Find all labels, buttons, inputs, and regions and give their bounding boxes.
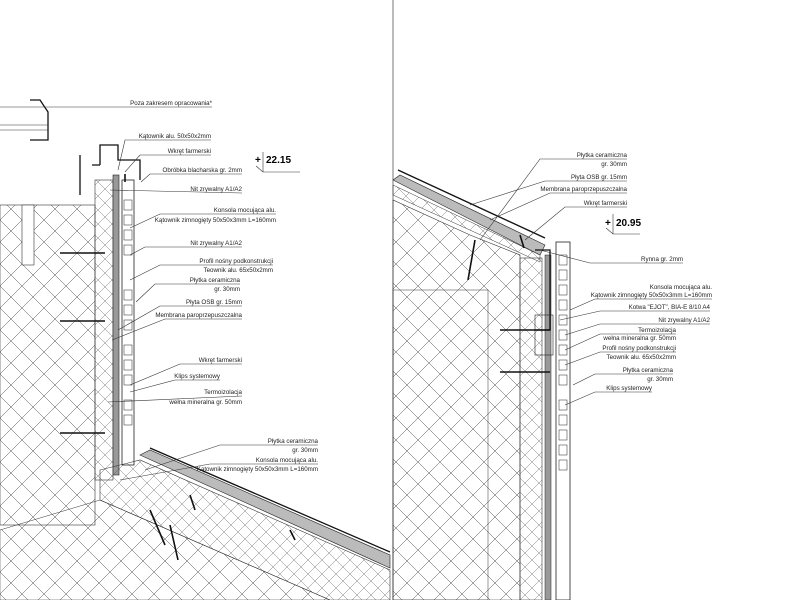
callout-label: Płytka ceramiczna <box>190 277 241 284</box>
callout-label: Membrana paroprzepuszczalna <box>540 186 627 193</box>
callout-label: wełna mineralna gr. 50mm <box>602 335 676 342</box>
callout-membrane-r: Membrana paroprzepuszczalna <box>489 186 628 221</box>
callout-label: Klips systemowy <box>606 385 653 392</box>
callout-rivet-2: Nit zrywalny A1/A2 <box>129 240 243 256</box>
callout-label: Termoizolacja <box>638 327 676 334</box>
left-labels: Poza zakresem opracowania* Kątownik alu.… <box>0 100 319 481</box>
callout-console-2: Konsola mocująca alu. Kątownik zimnogięt… <box>119 457 319 481</box>
callout-rivet-r: Nit zrywalny A1/A2 <box>564 317 711 336</box>
callout-tile-2: Płytka ceramiczna gr. 30mm <box>144 438 319 471</box>
callout-tile-r1: Płytka ceramiczna gr. 30mm <box>479 152 628 241</box>
callout-clip-r: Klips systemowy <box>564 385 653 406</box>
callout-label: Kotwa "EJOT", BIA-E 8/10 A4 <box>629 304 711 311</box>
callout-label: Teownik alu. 65x50x2mm <box>607 354 676 361</box>
callout-label: Nit zrywalny A1/A2 <box>190 186 242 193</box>
callout-rivet-1: Nit zrywalny A1/A2 <box>109 186 243 194</box>
callout-label: Wkręt farmerski <box>584 200 627 207</box>
callout-label: wełna mineralna gr. 50mm <box>168 399 242 406</box>
callout-label: Płyta OSB gr. 15mm <box>186 299 242 306</box>
callout-label: Poza zakresem opracowania* <box>130 100 212 107</box>
elevation-marker-right: + 20.95 <box>605 214 641 235</box>
callout-profile-1: Profil nośny podkonstrukcji Teownik alu.… <box>129 258 273 281</box>
callout-label: Kątownik zimnogięty 50x50x3mm L=160mm <box>591 292 712 299</box>
callout-label: gr. 30mm <box>601 161 627 168</box>
callout-insulation-r: Termoizolacja wełna mineralna gr. 50mm <box>564 327 677 351</box>
callout-screw-r: Wkręt farmerski <box>524 200 627 241</box>
callout-label: Teownik alu. 65x50x2mm <box>204 267 273 274</box>
callout-label: Nit zrywalny A1/A2 <box>658 317 710 324</box>
callout-insulation-1: Termoizolacja wełna mineralna gr. 50mm <box>107 389 243 406</box>
callout-label: + <box>605 218 611 229</box>
callout-anchor: Kotwa "EJOT", BIA-E 8/10 A4 <box>559 304 711 321</box>
right-labels: Płytka ceramiczna gr. 30mm Płyta OSB gr.… <box>469 152 713 406</box>
callout-tile-1: Płytka ceramiczna gr. 30mm <box>135 277 241 303</box>
callout-label: Płyta OSB gr. 15mm <box>571 174 627 181</box>
callout-label: Obróbka blacharska gr. 2mm <box>163 167 242 174</box>
left-section-geometry <box>0 99 391 600</box>
callout-label: Profil nośny podkonstrukcji <box>199 258 273 265</box>
callout-osb-1: Płyta OSB gr. 15mm <box>117 299 242 331</box>
callout-label: gr. 30mm <box>214 286 240 293</box>
callout-screw-2: Wkręt farmerski <box>129 357 242 386</box>
callout-console-r: Konsola mocująca alu. Kątownik zimnogięt… <box>569 284 713 311</box>
callout-flashing: Obróbka blacharska gr. 2mm <box>140 167 242 183</box>
callout-label: Termoizolacja <box>204 389 242 396</box>
callout-label: Profil nośny podkonstrukcji <box>602 345 676 352</box>
callout-membrane-1: Membrana paroprzepuszczalna <box>111 312 243 341</box>
callout-label: Kątownik zimnogięty 50x50x3mm L=160mm <box>155 217 276 224</box>
callout-label: Płytka ceramiczna <box>268 438 319 445</box>
callout-osb-r: Płyta OSB gr. 15mm <box>469 174 627 206</box>
callout-label: Kątownik alu. 50x50x2mm <box>139 133 211 140</box>
right-section-geometry <box>392 169 571 600</box>
callout-label: Płytka ceramiczna <box>623 367 674 374</box>
callout-profile-r: Profil nośny podkonstrukcji Teownik alu.… <box>564 345 676 366</box>
callout-label: Konsola mocująca alu. <box>650 284 713 291</box>
callout-gutter: Rynna gr. 2mm <box>539 249 683 264</box>
callout-label: Klips systemowy <box>174 373 221 380</box>
callout-label: gr. 30mm <box>647 376 673 383</box>
callout-label: Nit zrywalny A1/A2 <box>190 240 242 247</box>
callout-out-of-scope: Poza zakresem opracowania* <box>0 100 213 108</box>
callout-label: Płytka ceramiczna <box>577 152 628 159</box>
callout-label: Konsola mocująca alu. <box>214 207 277 214</box>
callout-tile-r2: Płytka ceramiczna gr. 30mm <box>572 367 674 386</box>
callout-label: Rynna gr. 2mm <box>641 256 683 263</box>
callout-label: Wkręt farmerski <box>199 357 242 364</box>
callout-label: 20.95 <box>616 218 641 229</box>
callout-label: 22.15 <box>266 155 291 166</box>
callout-label: Membrana paroprzepuszczalna <box>155 312 242 319</box>
callout-label: Kątownik zimnogięty 50x50x3mm L=160mm <box>197 466 318 473</box>
callout-clip-1: Klips systemowy <box>129 373 221 393</box>
callout-label: gr. 30mm <box>292 447 318 454</box>
callout-label: + <box>255 155 261 166</box>
callout-screw: Wkręt farmerski <box>124 148 211 173</box>
callout-label: Wkręt farmerski <box>168 148 211 155</box>
elevation-marker-left: + 22.15 <box>255 152 300 173</box>
callout-console-1: Konsola mocująca alu. Kątownik zimnogięt… <box>129 207 277 229</box>
callout-angle-bracket: Kątownik alu. 50x50x2mm <box>117 133 211 171</box>
callout-label: Konsola mocująca alu. <box>256 457 319 464</box>
